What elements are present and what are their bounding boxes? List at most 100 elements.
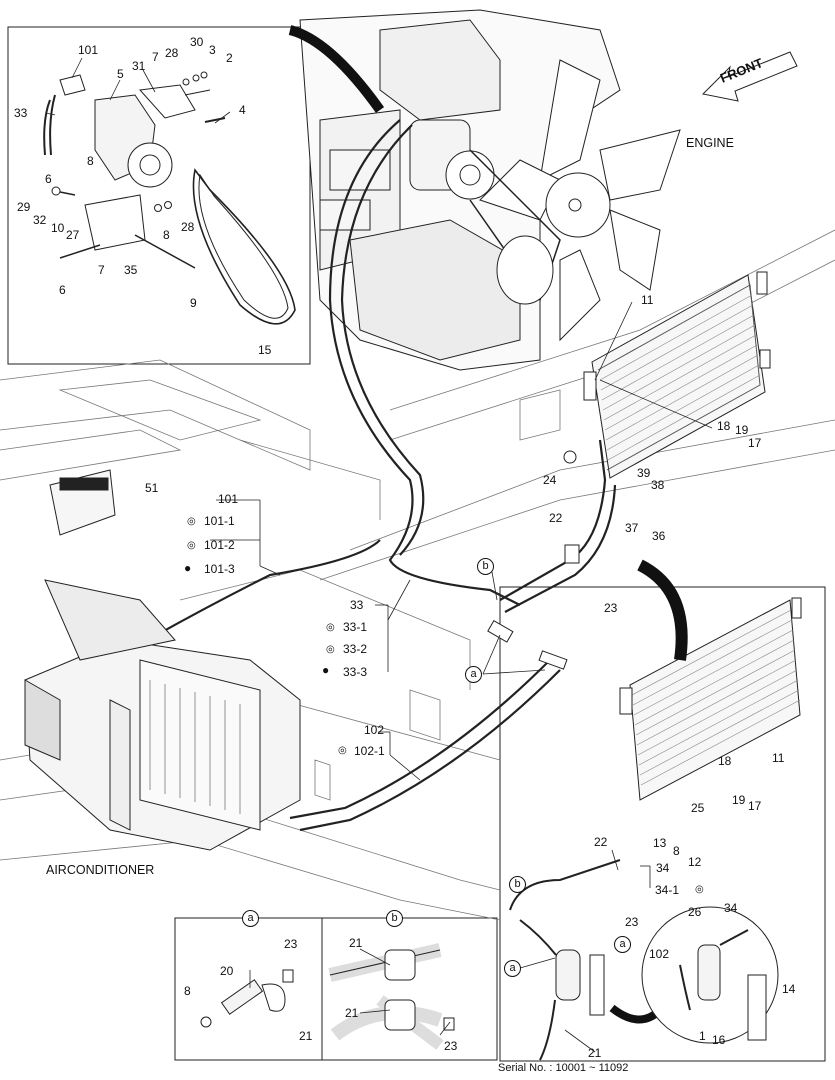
callout-24: 24 bbox=[543, 473, 557, 487]
callout-15: 15 bbox=[258, 343, 272, 357]
callout-101-2: 101-2 bbox=[204, 538, 235, 552]
callout-31: 31 bbox=[132, 59, 146, 73]
callout-101-1: 101-1 bbox=[204, 514, 235, 528]
callout-8: 8 bbox=[87, 154, 94, 168]
callout-33-group: 33 bbox=[350, 598, 364, 612]
callout-17b: 17 bbox=[748, 799, 762, 813]
callout-39: 39 bbox=[637, 466, 651, 480]
callout-7: 7 bbox=[152, 50, 159, 64]
callout-33-1: 33-1 bbox=[343, 620, 368, 634]
transition-arrow bbox=[637, 559, 688, 661]
callout-33-2: 33-2 bbox=[343, 642, 368, 656]
callout-8b: 8 bbox=[163, 228, 170, 242]
callout-34b: 34 bbox=[724, 901, 738, 915]
serial-number: Serial No. : 10001 ~ 11092 bbox=[498, 1062, 629, 1074]
callout-101-3: 101-3 bbox=[204, 562, 235, 576]
condenser-lower bbox=[619, 597, 802, 801]
callout-7b: 7 bbox=[98, 263, 105, 277]
callout-23b: 23 bbox=[625, 915, 639, 929]
oring-icon: ◎ bbox=[695, 884, 704, 895]
detail-frame bbox=[174, 917, 498, 1061]
callout-10: 10 bbox=[51, 221, 65, 235]
callout-11: 11 bbox=[641, 293, 654, 307]
callout-19: 19 bbox=[735, 423, 749, 437]
callout-33: 33 bbox=[14, 106, 28, 120]
callout-28: 28 bbox=[165, 46, 179, 60]
callout-19b: 19 bbox=[732, 793, 746, 807]
engine-label: ENGINE bbox=[686, 136, 734, 150]
callout-23c: 23 bbox=[284, 937, 298, 951]
callout-34: 34 bbox=[656, 861, 670, 875]
callout-51: 51 bbox=[145, 481, 159, 495]
cap-icon: ● bbox=[184, 561, 192, 575]
oring-icon: ◎ bbox=[326, 622, 335, 633]
callout-4: 4 bbox=[239, 103, 246, 117]
marker-b-detail: b bbox=[386, 910, 403, 927]
marker-a-detail: a bbox=[242, 910, 259, 927]
callout-35: 35 bbox=[124, 263, 138, 277]
callout-16: 16 bbox=[712, 1033, 726, 1047]
receiver-drier bbox=[509, 859, 621, 1061]
callout-33-3: 33-3 bbox=[343, 665, 368, 679]
callout-20: 20 bbox=[220, 964, 234, 978]
controller-panel bbox=[49, 469, 116, 536]
callout-21b: 21 bbox=[299, 1029, 313, 1043]
marker-a: a bbox=[465, 666, 482, 683]
callout-6: 6 bbox=[45, 172, 52, 186]
oring-icon: ◎ bbox=[338, 745, 347, 756]
callout-11b: 11 bbox=[772, 751, 785, 765]
callout-102: 102 bbox=[364, 723, 385, 737]
marker-a-inset-2: a bbox=[614, 936, 631, 953]
callout-12: 12 bbox=[688, 855, 702, 869]
callout-6b: 6 bbox=[59, 283, 66, 297]
callout-17: 17 bbox=[748, 436, 762, 450]
condenser-upper bbox=[583, 271, 771, 479]
callout-22b: 22 bbox=[594, 835, 608, 849]
callout-18b: 18 bbox=[718, 754, 732, 768]
callout-18: 18 bbox=[717, 419, 731, 433]
callout-34-1: 34-1 bbox=[655, 883, 680, 897]
callout-36: 36 bbox=[652, 529, 666, 543]
callout-2: 2 bbox=[226, 51, 233, 65]
callout-29: 29 bbox=[17, 200, 31, 214]
detail-a-drawing bbox=[200, 969, 294, 1028]
callout-22: 22 bbox=[549, 511, 563, 525]
callout-21c: 21 bbox=[349, 936, 363, 950]
callout-5: 5 bbox=[117, 67, 124, 81]
callout-23d: 23 bbox=[444, 1039, 458, 1053]
oring-icon: ◎ bbox=[187, 516, 196, 527]
callout-9: 9 bbox=[190, 296, 197, 310]
callout-101: 101 bbox=[78, 43, 99, 57]
callout-30: 30 bbox=[190, 35, 204, 49]
cooling-fan bbox=[479, 59, 681, 342]
callout-37: 37 bbox=[625, 521, 639, 535]
callout-26: 26 bbox=[688, 905, 702, 919]
callout-23: 23 bbox=[604, 601, 618, 615]
refrigerant-hoses bbox=[129, 119, 617, 832]
receiver-detail bbox=[679, 929, 767, 1041]
airconditioner-label: AIRCONDITIONER bbox=[46, 863, 155, 877]
callout-28b: 28 bbox=[181, 220, 195, 234]
callout-32: 32 bbox=[33, 213, 47, 227]
callout-8d: 8 bbox=[184, 984, 191, 998]
detail-b-drawing bbox=[328, 943, 455, 1050]
callout-27: 27 bbox=[66, 228, 80, 242]
marker-a-inset: a bbox=[504, 960, 521, 977]
compressor-exploded-view bbox=[43, 71, 296, 325]
fittings bbox=[487, 450, 580, 670]
callout-13: 13 bbox=[653, 836, 667, 850]
engine-compressor bbox=[409, 119, 561, 305]
callout-21d: 21 bbox=[345, 1006, 359, 1020]
callout-21: 21 bbox=[588, 1046, 602, 1060]
aircon-unit bbox=[24, 579, 301, 851]
oring-icon: ◎ bbox=[187, 540, 196, 551]
callout-1: 1 bbox=[699, 1029, 706, 1043]
callout-8c: 8 bbox=[673, 844, 680, 858]
cap-icon: ● bbox=[322, 663, 330, 677]
callout-3: 3 bbox=[209, 43, 216, 57]
front-arrow bbox=[701, 51, 798, 102]
callout-102b: 102 bbox=[649, 947, 670, 961]
callout-101-group: 101 bbox=[218, 492, 239, 506]
callout-102-1: 102-1 bbox=[354, 744, 385, 758]
